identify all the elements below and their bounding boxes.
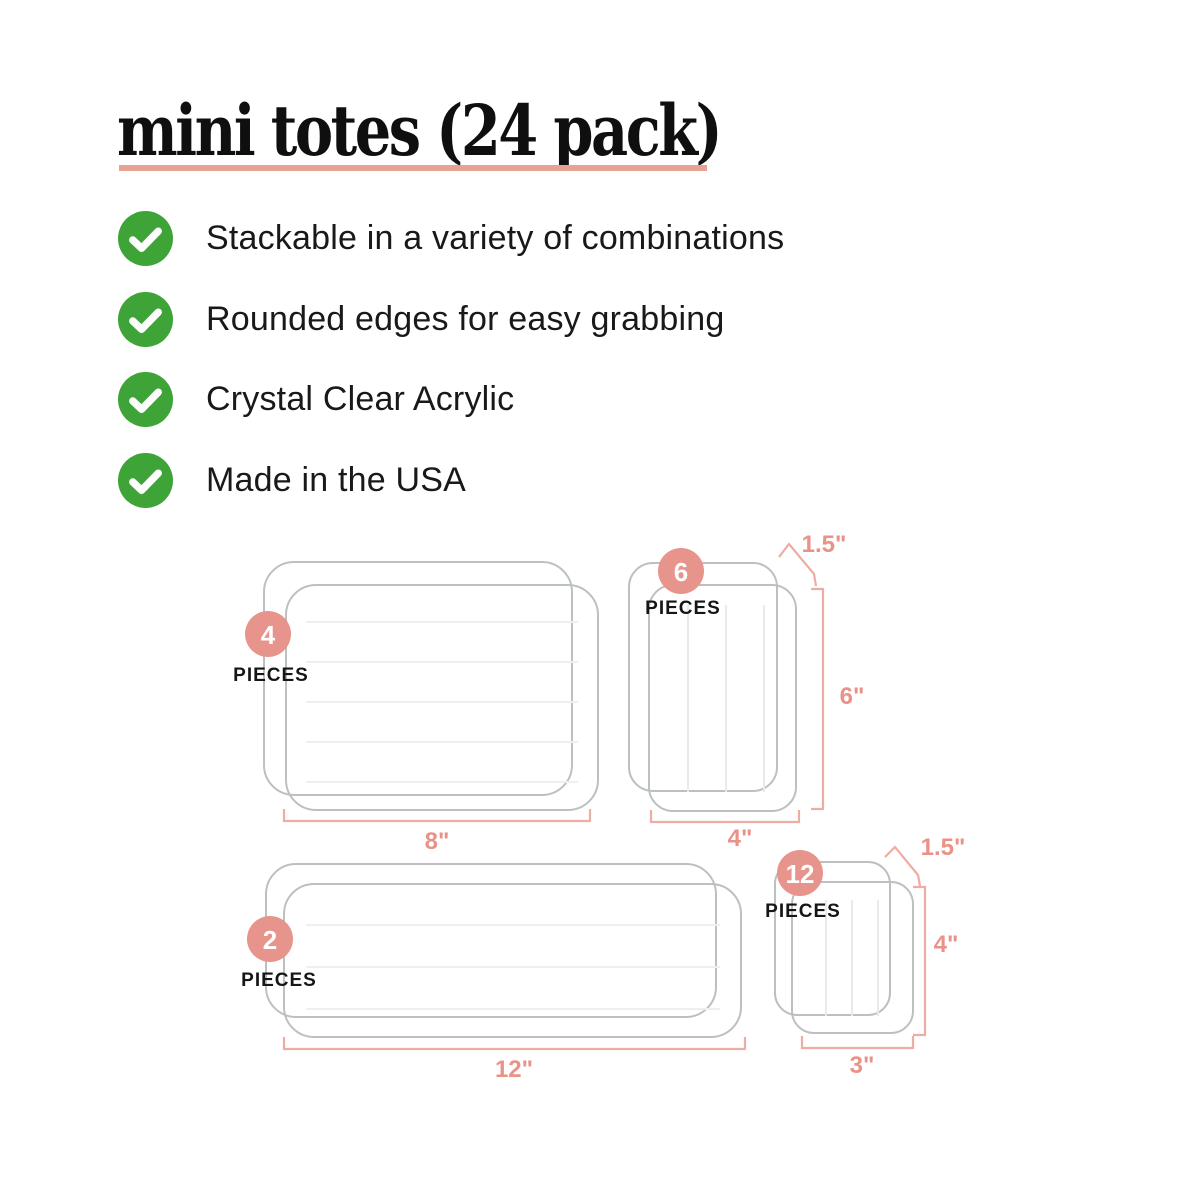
width-dimension-label: 3" <box>850 1052 875 1079</box>
tote-back-outline <box>263 561 573 796</box>
width-dimension-label: 12" <box>495 1056 533 1083</box>
page-title: mini totes (24 pack) <box>117 89 723 172</box>
piece-count-badge <box>247 916 293 962</box>
depth-dimension-arrow <box>884 845 922 887</box>
tote-12-pieces: 1.5" 4" 3" 12 PIECES <box>765 834 965 1079</box>
tote-back-outline <box>774 861 891 1016</box>
feature-label: Made in the USA <box>206 460 467 499</box>
feature-label: Rounded edges for easy grabbing <box>206 299 725 338</box>
height-dimension-bracket <box>811 587 825 811</box>
tote-front-outline <box>791 881 914 1034</box>
height-dimension-label: 4" <box>934 931 959 958</box>
height-dimension-bracket <box>913 885 927 1037</box>
pieces-label: PIECES <box>233 665 309 686</box>
piece-count-badge-number: 2 <box>263 925 277 955</box>
width-dimension-bracket <box>282 809 592 823</box>
piece-count-badge <box>777 850 823 896</box>
feature-item: Stackable in a variety of combinations <box>118 210 784 266</box>
tote-back-outline <box>265 863 717 1018</box>
width-dimension-label: 4" <box>728 825 753 852</box>
feature-label: Crystal Clear Acrylic <box>206 379 515 418</box>
check-icon <box>118 210 173 266</box>
tote-2-pieces: 12" 2 PIECES <box>241 863 747 1083</box>
piece-count-badge-number: 4 <box>261 620 276 650</box>
title-underline <box>119 165 707 171</box>
tote-6-pieces: 1.5" 6" 4" 6 PIECES <box>628 531 865 852</box>
width-dimension-bracket <box>800 1036 915 1050</box>
piece-count-badge <box>658 548 704 594</box>
tote-4-pieces: 8" 4 PIECES <box>233 561 599 855</box>
feature-item: Crystal Clear Acrylic <box>118 371 514 427</box>
pieces-label: PIECES <box>241 970 317 991</box>
tote-front-outline <box>648 584 797 812</box>
depth-dimension-label: 1.5" <box>802 531 847 558</box>
depth-dimension-arrow <box>778 542 818 587</box>
height-dimension-label: 6" <box>840 683 865 710</box>
width-dimension-bracket <box>649 810 801 824</box>
check-icon <box>118 371 173 427</box>
feature-item: Rounded edges for easy grabbing <box>118 291 724 347</box>
tote-back-outline <box>628 562 778 792</box>
check-icon <box>118 291 173 347</box>
piece-count-badge-number: 12 <box>786 859 815 889</box>
tote-front-outline <box>285 584 599 811</box>
pieces-label: PIECES <box>645 598 721 619</box>
tote-front-outline <box>283 883 742 1038</box>
width-dimension-label: 8" <box>425 828 450 855</box>
pieces-label: PIECES <box>765 901 841 922</box>
piece-count-badge-number: 6 <box>674 557 688 587</box>
feature-label: Stackable in a variety of combinations <box>206 218 785 257</box>
width-dimension-bracket <box>282 1037 747 1051</box>
check-icon <box>118 452 173 508</box>
depth-dimension-label: 1.5" <box>921 834 966 861</box>
piece-count-badge <box>245 611 291 657</box>
feature-item: Made in the USA <box>118 452 466 508</box>
